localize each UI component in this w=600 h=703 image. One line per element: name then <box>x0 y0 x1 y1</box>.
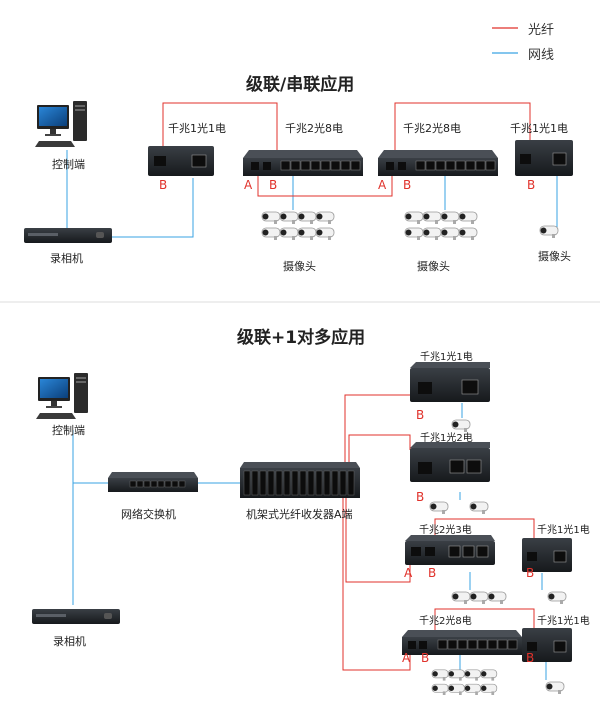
s2-dev-2g3e-peer-label: 千兆1光1电 <box>537 525 590 536</box>
s2-port-a-label-1: A <box>404 566 413 580</box>
section1-blue-lines <box>66 150 558 238</box>
s2-port-b-label-6: B <box>526 651 535 665</box>
s1-port-a-label-2: A <box>378 178 387 192</box>
s2-switch-box <box>108 472 198 492</box>
s1-cam2-label: 摄像头 <box>417 260 450 273</box>
s1-cam1-label: 摄像头 <box>283 260 316 273</box>
s2-pc <box>36 373 88 419</box>
s1-cam-single <box>539 225 559 239</box>
s2-cam-grid <box>432 670 497 695</box>
s1-dev4-label: 千兆1光1电 <box>510 122 568 135</box>
s1-port-b-label-4: B <box>527 178 536 192</box>
s2-port-b-label-1: B <box>416 408 425 422</box>
s2-rack-label: 机架式光纤收发器A端 <box>246 508 353 521</box>
s1-dev1-label: 千兆1光1电 <box>168 122 226 135</box>
s2-dev-1g1e-label: 千兆1光1电 <box>420 352 473 363</box>
section2-title: 级联+1对多应用 <box>237 328 366 348</box>
s2-cam-c2 <box>469 591 489 605</box>
s2-dev-1g2e-box <box>410 442 490 482</box>
s2-port-b-label-2: B <box>416 490 425 504</box>
s2-dev-2g3e-label: 千兆2光3电 <box>419 525 472 536</box>
s2-control-label: 控制端 <box>52 424 85 437</box>
s1-dev1-box <box>148 146 214 176</box>
s1-dev4-box <box>515 140 573 176</box>
legend-fiber-label: 光纤 <box>528 23 555 38</box>
s2-cam-c3 <box>487 591 507 605</box>
legend-network-label: 网线 <box>528 48 555 63</box>
s1-dev3-label: 千兆2光8电 <box>403 122 461 135</box>
s2-dev-2g8e-box <box>402 630 522 655</box>
s2-cam-b1 <box>429 501 449 515</box>
s1-dev3-box <box>378 150 498 176</box>
s1-cam-grid-1 <box>262 212 334 240</box>
s2-recorder-box <box>32 609 120 624</box>
s2-cam-e <box>545 681 565 695</box>
s2-dev-2g3e-peer-box <box>522 538 572 572</box>
s2-dev-1g1e-box <box>410 362 490 402</box>
s1-cam-grid-2 <box>405 212 477 240</box>
s2-port-b-label-5: B <box>421 651 430 665</box>
s2-dev-2g3e-box <box>405 535 495 565</box>
s2-dev-1g2e-label: 千兆1光2电 <box>420 433 473 444</box>
section1-red-lines <box>162 102 531 197</box>
s1-port-b-label-2: B <box>269 178 278 192</box>
s2-rack-box <box>240 462 360 498</box>
s2-cam-c1 <box>451 591 471 605</box>
s1-port-b-label-1: B <box>159 178 168 192</box>
s2-cam-d <box>547 591 567 605</box>
s1-dev2-box <box>243 150 363 176</box>
s2-port-b-label-3: B <box>428 566 437 580</box>
s2-dev-2g8e-label: 千兆2光8电 <box>419 616 472 627</box>
s1-cam3-label: 摄像头 <box>538 250 571 263</box>
s2-port-a-label-2: A <box>402 651 411 665</box>
s1-pc <box>35 101 87 147</box>
s2-port-b-label-4: B <box>526 566 535 580</box>
s2-dev-2g8e-peer-label: 千兆1光1电 <box>537 616 590 627</box>
section1-title: 级联/串联应用 <box>246 75 355 95</box>
s1-control-label: 控制端 <box>52 158 85 171</box>
s1-recorder-box <box>24 228 112 243</box>
s1-dev2-label: 千兆2光8电 <box>285 122 343 135</box>
s2-recorder-label: 录相机 <box>53 635 86 648</box>
s2-dev-2g8e-peer-box <box>522 628 572 662</box>
section2-blue-lines <box>72 403 547 680</box>
s2-switch-label: 网络交换机 <box>121 508 176 521</box>
s1-recorder-label: 录相机 <box>50 252 83 265</box>
s2-cam-b2 <box>469 501 489 515</box>
s1-port-b-label-3: B <box>403 178 412 192</box>
s1-port-a-label-1: A <box>244 178 253 192</box>
